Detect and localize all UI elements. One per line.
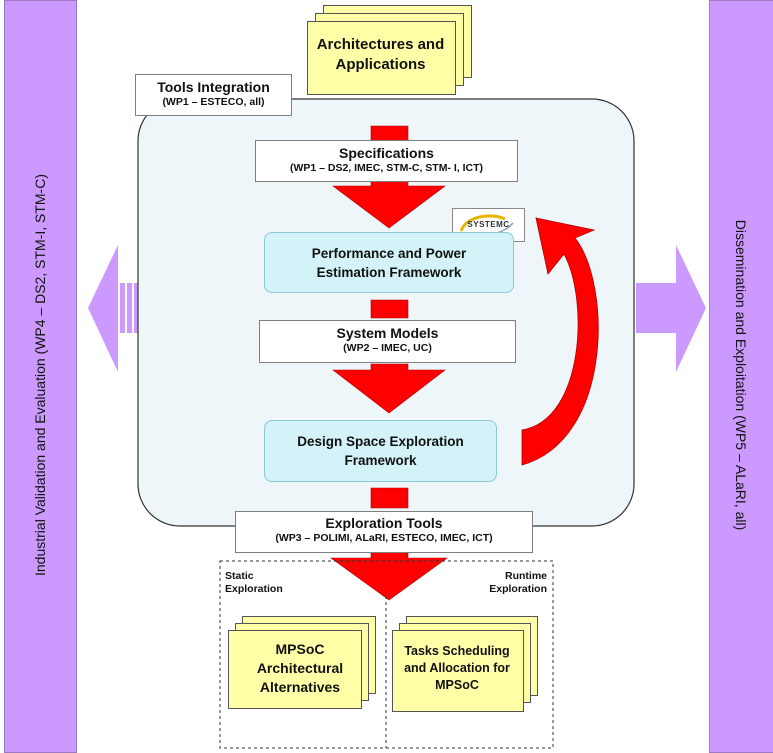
runtime-document-title: Tasks Scheduling and Allocation for MPSo… — [404, 644, 510, 692]
exploration-tools-box: Exploration Tools (WP3 – POLIMI, ALaRI, … — [235, 511, 533, 553]
exploration-tools-title: Exploration Tools — [325, 515, 443, 531]
feedback-arrow — [521, 217, 599, 466]
exploration-tools-subtitle: (WP3 – POLIMI, ALaRI, ESTECO, IMEC, ICT) — [275, 532, 493, 544]
input-document-title: Architectures and Applications — [316, 36, 445, 73]
design-space-framework: Design Space Exploration Framework — [264, 420, 497, 482]
system-models-title: System Models — [336, 325, 439, 341]
system-models-subtitle: (WP2 – IMEC, UC) — [343, 342, 432, 354]
runtime-exploration-label: Runtime Exploration — [489, 570, 547, 595]
static-exploration-label: Static Exploration — [225, 570, 283, 595]
specifications-title: Specifications — [339, 145, 434, 161]
static-document — [228, 630, 362, 709]
tools-integration-box: Tools Integration (WP1 – ESTECO, all) — [135, 74, 292, 116]
specifications-subtitle: (WP1 – DS2, IMEC, STM-C, STM- I, ICT) — [289, 162, 484, 174]
left-sidebar — [4, 0, 77, 753]
exploration-area — [219, 560, 554, 749]
performance-power-framework: Performance and Power Estimation Framewo… — [264, 232, 514, 293]
systemc-logo-text: SYSTEMC — [467, 220, 510, 229]
static-document-title: MPSoC Architectural Alternatives — [256, 641, 344, 695]
tools-integration-subtitle: (WP1 – ESTECO, all) — [162, 96, 265, 108]
tools-integration-title: Tools Integration — [157, 79, 270, 95]
system-models-box: System Models (WP2 – IMEC, UC) — [259, 320, 516, 363]
specifications-box: Specifications (WP1 – DS2, IMEC, STM-C, … — [255, 140, 518, 182]
input-document — [307, 21, 456, 95]
runtime-document — [392, 630, 524, 712]
right-sidebar — [709, 0, 773, 753]
